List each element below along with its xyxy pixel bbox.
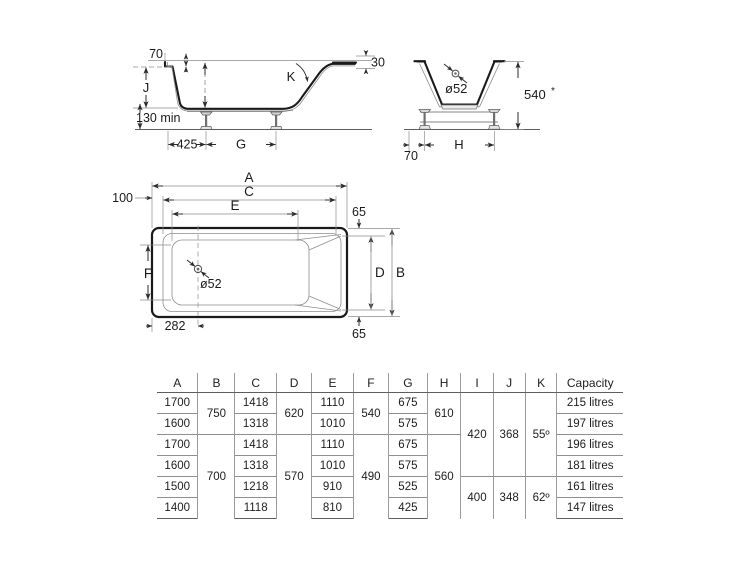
- elevation-dim-G: G: [236, 137, 246, 152]
- elevation-view: 70 30 J 130 min 425 G: [133, 47, 385, 152]
- section-view: ø52 540 * 70 H: [403, 60, 555, 163]
- cell-A: 1400: [157, 497, 199, 519]
- col-header-E: E: [311, 373, 354, 393]
- dimensions-table-wrap: A B C D E F G H I J K Capacity 1700 750 …: [157, 373, 623, 519]
- elevation-dim-70: 70: [149, 47, 163, 61]
- table-row: 1600 1318 1010 575 197 litres: [157, 413, 623, 435]
- elevation-dim-30: 30: [371, 56, 385, 70]
- cell-A: 1600: [157, 413, 199, 435]
- table-row: 1700 750 1418 620 1110 540 675 610 420 3…: [157, 392, 623, 477]
- col-header-C: C: [234, 373, 277, 393]
- cell-E: 1010: [311, 455, 354, 477]
- cell-G: 675: [388, 434, 428, 456]
- cell-K: 55º: [524, 392, 558, 477]
- cell-H: 560: [426, 434, 462, 519]
- cell-G: 675: [388, 392, 428, 414]
- plan-dim-B: B: [396, 265, 405, 280]
- col-header-I: I: [460, 373, 494, 393]
- cell-capacity: 161 litres: [556, 476, 623, 498]
- plan-dim-D: D: [375, 265, 385, 280]
- cell-G: 575: [388, 455, 428, 477]
- cell-H: 610: [426, 392, 462, 435]
- cell-I: 420: [460, 392, 494, 477]
- table-row: 1600 1318 1010 575 181 litres: [157, 455, 623, 477]
- cell-C: 1418: [234, 434, 277, 456]
- plan-dim-282: 282: [165, 319, 186, 333]
- cell-A: 1700: [157, 434, 199, 456]
- cell-J: 348: [492, 476, 526, 519]
- cell-G: 575: [388, 413, 428, 435]
- elevation-angle-K: K: [287, 69, 296, 84]
- cell-F: 540: [352, 392, 390, 435]
- cell-E: 810: [311, 497, 354, 519]
- col-header-capacity: Capacity: [556, 373, 623, 393]
- col-header-J: J: [492, 373, 526, 393]
- elevation-dim-425: 425: [177, 138, 198, 152]
- plan-waste-label: ø52: [200, 277, 222, 291]
- cell-C: 1318: [234, 455, 277, 477]
- section-waste-label: ø52: [445, 81, 467, 96]
- cell-K: 62º: [524, 476, 558, 519]
- cell-D: 570: [275, 434, 313, 519]
- col-header-B: B: [197, 373, 236, 393]
- section-dim-540-note: *: [551, 86, 555, 97]
- cell-C: 1418: [234, 392, 277, 414]
- cell-E: 1010: [311, 413, 354, 435]
- table-header-row: A B C D E F G H I J K Capacity: [157, 373, 623, 393]
- cell-F: 490: [352, 434, 390, 519]
- col-header-K: K: [524, 373, 558, 393]
- cell-E: 1110: [311, 434, 354, 456]
- cell-B: 700: [197, 434, 236, 519]
- col-header-D: D: [275, 373, 313, 393]
- cell-G: 525: [388, 476, 428, 498]
- plan-dim-F: F: [144, 266, 152, 281]
- plan-view: ø52 A C E 100 B: [112, 170, 405, 341]
- elevation-legs: [199, 111, 283, 130]
- plan-dim-65-bottom: 65: [352, 327, 366, 341]
- cell-J: 368: [492, 392, 526, 477]
- plan-dim-65-top: 65: [352, 205, 366, 219]
- section-support-frame: [418, 104, 501, 130]
- dimensions-table: A B C D E F G H I J K Capacity 1700 750 …: [157, 373, 623, 519]
- col-header-H: H: [426, 373, 462, 393]
- cell-capacity: 181 litres: [556, 455, 623, 477]
- cell-capacity: 196 litres: [556, 434, 623, 456]
- col-header-F: F: [352, 373, 390, 393]
- cell-B: 750: [197, 392, 236, 435]
- cell-capacity: 215 litres: [556, 392, 623, 414]
- cell-C: 1118: [234, 497, 277, 519]
- col-header-G: G: [388, 373, 428, 393]
- cell-E: 1110: [311, 392, 354, 414]
- cell-I: 400: [460, 476, 494, 519]
- table-row: 1400 1118 810 425 147 litres: [157, 497, 623, 519]
- cell-A: 1700: [157, 392, 199, 414]
- elevation-dim-130min: 130 min: [136, 111, 181, 125]
- cell-C: 1318: [234, 413, 277, 435]
- cell-A: 1600: [157, 455, 199, 477]
- plan-dim-A: A: [244, 170, 253, 185]
- cell-C: 1218: [234, 476, 277, 498]
- table-row: 1500 1218 910 525 400 348 62º 161 litres: [157, 476, 623, 519]
- cell-A: 1500: [157, 476, 199, 498]
- plan-dim-E: E: [230, 198, 239, 213]
- section-dim-540: 540: [524, 87, 546, 102]
- plan-dim-C: C: [244, 184, 254, 199]
- plan-dim-100: 100: [112, 191, 133, 205]
- cell-capacity: 147 litres: [556, 497, 623, 519]
- cell-capacity: 197 litres: [556, 413, 623, 435]
- section-dim-70: 70: [404, 149, 418, 163]
- cell-G: 425: [388, 497, 428, 519]
- cell-D: 620: [275, 392, 313, 435]
- section-dim-H: H: [454, 137, 463, 152]
- elevation-dim-J: J: [143, 80, 150, 95]
- cell-E: 910: [311, 476, 354, 498]
- col-header-A: A: [157, 373, 199, 393]
